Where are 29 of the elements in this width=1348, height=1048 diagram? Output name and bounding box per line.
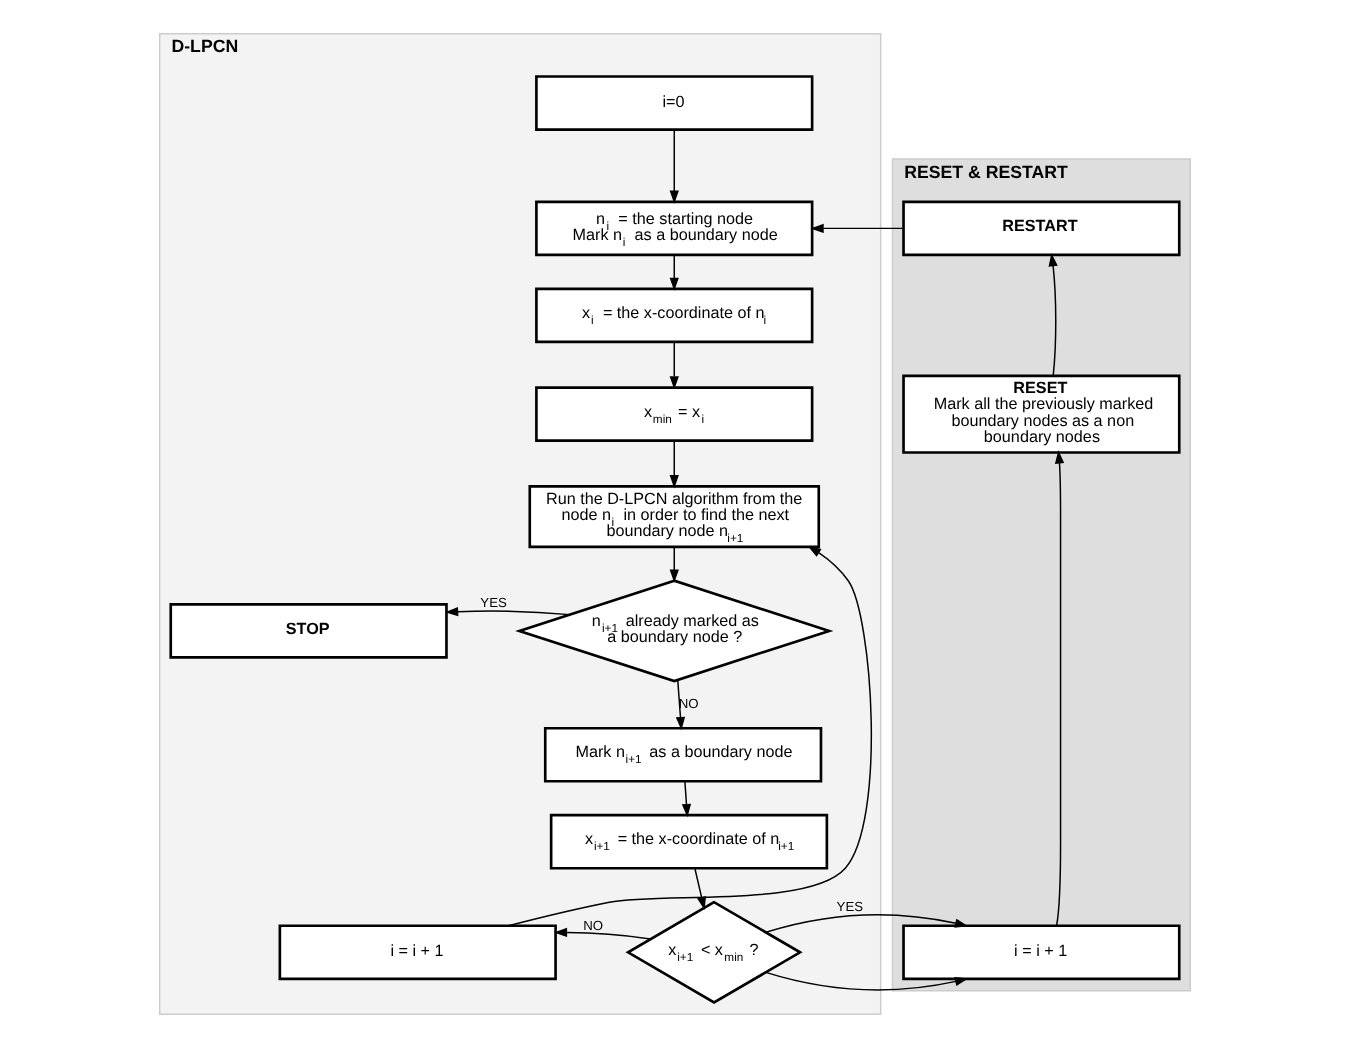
node-box: RESET Mark all the previously marked boundary nodes as a non boundary nodes	[901, 374, 1180, 454]
arrow	[668, 254, 678, 291]
arrow	[506, 545, 871, 927]
node-box: n$_{i}$ = the starting node Mark n$_{i}$ as a boundary node	[534, 200, 813, 257]
arrow	[764, 914, 968, 991]
arrow	[680, 780, 691, 818]
node-box: i=0	[534, 75, 813, 131]
node-box: i = i + 1	[901, 924, 1180, 981]
arrow	[668, 440, 678, 489]
node-box: x$_{i}$ = the x-coordinate of n$_{i}$	[534, 287, 813, 344]
node-diamond: n$_{i+1}$ already marked as a boundary node ?	[514, 579, 833, 683]
arrow	[668, 129, 678, 204]
arrow	[668, 546, 678, 583]
node-box: Mark n$_{i+1}$ as a boundary node	[542, 726, 822, 783]
arrow	[668, 341, 678, 390]
node-box: i = i + 1	[277, 924, 556, 981]
arrow	[443, 607, 570, 617]
arrow	[809, 223, 904, 234]
node-box: x$_{min}$ = x$_{i}$	[534, 386, 813, 443]
arrow	[674, 679, 685, 731]
node-box: STOP	[168, 603, 447, 659]
arrow	[1047, 253, 1057, 377]
node-box: RESTART	[901, 200, 1180, 257]
arrow	[1053, 450, 1064, 927]
node-box: Run the D-LPCN algorithm from the node n$_{i}$ in order to find the next boundary node n$_{i+1}$	[527, 485, 820, 549]
arrow	[693, 868, 706, 910]
arrow	[552, 927, 651, 940]
node-diamond: x$_{i+1}$ < x$_{min}$ ?	[624, 900, 802, 1004]
node-box: x$_{i+1}$ = the x-coordinate of n$_{i+1}$	[548, 813, 828, 870]
